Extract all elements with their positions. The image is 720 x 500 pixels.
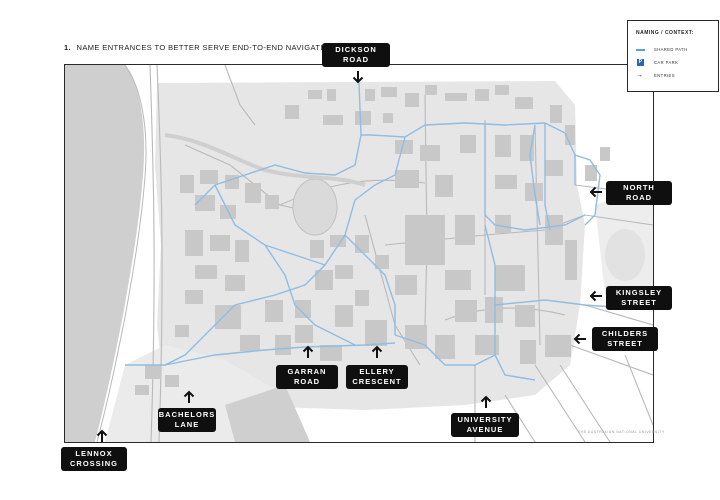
campus-map[interactable] <box>64 64 654 443</box>
entrance-label-garran-road[interactable]: GARRAN ROAD <box>276 365 338 389</box>
heading-text: NAME ENTRANCES TO BETTER SERVE END-TO-EN… <box>76 43 335 52</box>
ellery-crescent-arrow-icon <box>370 345 384 359</box>
legend-item-entries: → ENTRIES <box>636 71 716 81</box>
legend-item-car-park: P CAR PARK <box>636 58 716 68</box>
entrance-label-kingsley-street[interactable]: KINGSLEY STREET <box>606 286 672 310</box>
childers-street-arrow-icon <box>573 332 587 346</box>
legend-item-label: ENTRIES <box>654 73 675 78</box>
legend-item-label: CAR PARK <box>654 60 679 65</box>
map-legend: NAMING / CONTEXT: SHARED PATH P CAR PARK… <box>627 20 719 92</box>
entrance-label-dickson-road[interactable]: DICKSON ROAD <box>322 43 390 67</box>
entrance-label-university-avenue[interactable]: UNIVERSITY AVENUE <box>451 413 519 437</box>
kingsley-street-arrow-icon <box>589 289 603 303</box>
entrance-label-lennox-crossing[interactable]: LENNOX CROSSING <box>61 447 127 471</box>
map-credit: THE AUSTRALIAN NATIONAL UNIVERSITY <box>578 430 665 434</box>
legend-item-label: SHARED PATH <box>654 47 688 52</box>
legend-item-shared-path: SHARED PATH <box>636 45 716 55</box>
entrance-label-childers-street[interactable]: CHILDERS STREET <box>592 327 658 351</box>
garran-road-arrow-icon <box>301 345 315 359</box>
dickson-road-arrow-icon <box>351 70 365 84</box>
shared-path <box>125 82 614 381</box>
entrance-label-bachelors-lane[interactable]: BACHELORS LANE <box>158 408 216 432</box>
heading-number: 1. <box>64 43 72 52</box>
lennox-crossing-arrow-icon <box>95 429 109 443</box>
entry-arrow-icon: → <box>636 72 644 79</box>
bachelors-lane-arrow-icon <box>182 390 196 404</box>
campus-ground <box>155 81 585 410</box>
lake <box>65 65 145 442</box>
university-avenue-arrow-icon <box>479 395 493 409</box>
car-park-icon: P <box>637 59 644 66</box>
page-heading: 1. NAME ENTRANCES TO BETTER SERVE END-TO… <box>64 43 335 52</box>
shared-path-line-icon <box>636 45 646 55</box>
campus-map-drawing <box>65 65 653 442</box>
north-road-arrow-icon <box>589 185 603 199</box>
entrance-label-north-road[interactable]: NORTH ROAD <box>606 181 672 205</box>
legend-title: NAMING / CONTEXT: <box>636 30 694 36</box>
entrance-label-ellery-crescent[interactable]: ELLERY CRESCENT <box>346 365 408 389</box>
